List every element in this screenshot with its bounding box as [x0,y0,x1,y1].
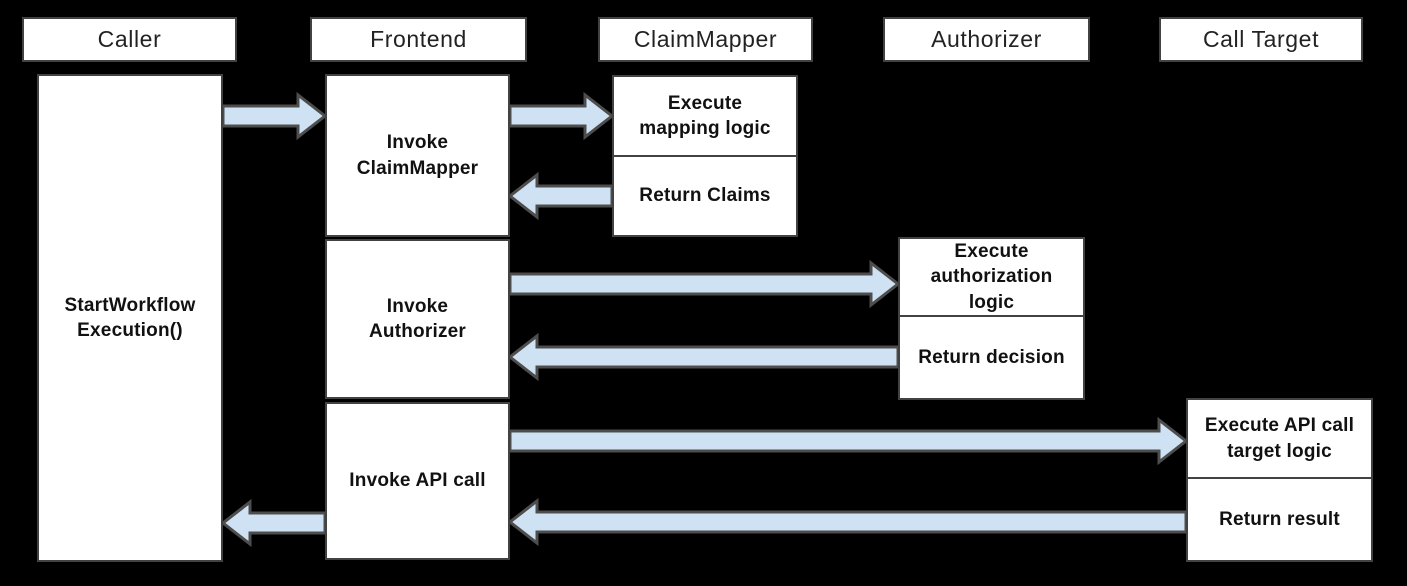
arrow-frontend-to-calltarget [508,416,1189,466]
step-startworkflowexecution: StartWorkflow Execution() [37,74,223,562]
arrow-caller-to-frontend [221,91,328,141]
arrow-claimmapper-to-frontend [507,171,614,221]
arrow-frontend-to-claimmapper [508,91,615,141]
step-return-result: Return result [1186,477,1373,562]
step-invoke-claimmapper: Invoke ClaimMapper [325,74,510,237]
step-execute-api-call-target-logic: Execute API call target logic [1186,398,1373,479]
arrow-frontend-to-caller [220,498,327,548]
step-invoke-authorizer: Invoke Authorizer [325,239,510,399]
lifeline-header-caller: Caller [22,17,237,62]
arrow-frontend-to-authorizer [508,259,901,309]
step-execute-authorization-logic: Execute authorization logic [898,237,1085,317]
step-return-claims: Return Claims [612,155,798,237]
lifeline-header-calltarget: Call Target [1159,17,1363,62]
lifeline-header-claimmapper: ClaimMapper [598,17,813,62]
step-invoke-api-call: Invoke API call [325,402,510,560]
lifeline-header-frontend: Frontend [310,17,527,62]
arrow-calltarget-to-frontend [507,497,1188,547]
step-return-decision: Return decision [898,315,1085,400]
step-execute-mapping-logic: Execute mapping logic [612,75,798,157]
lifeline-header-authorizer: Authorizer [883,17,1090,62]
arrow-authorizer-to-frontend [507,332,900,382]
